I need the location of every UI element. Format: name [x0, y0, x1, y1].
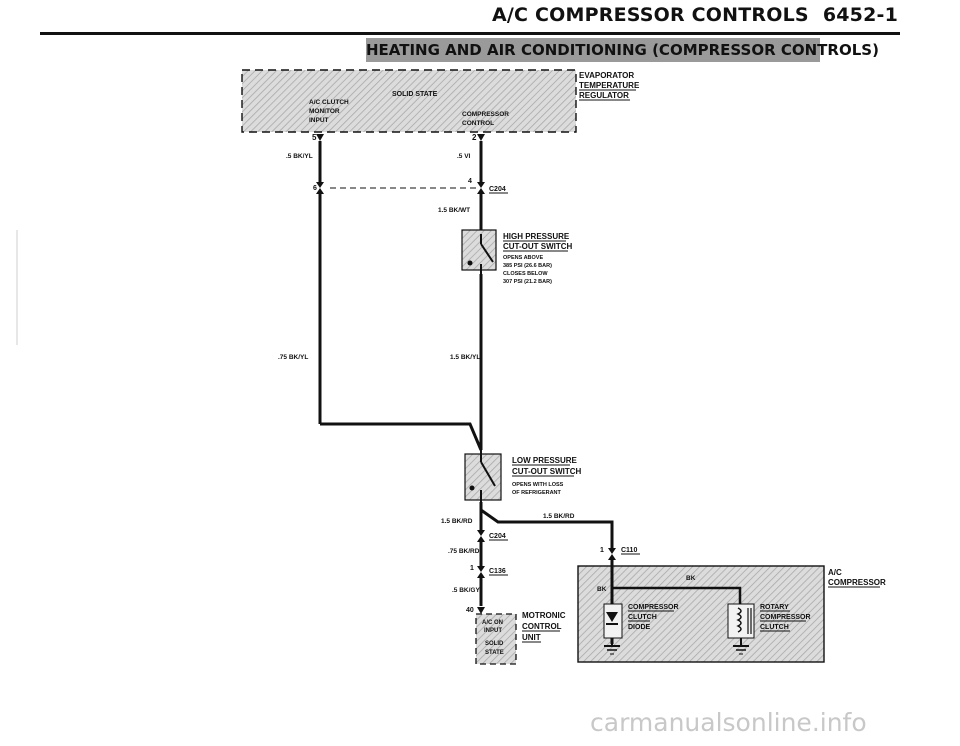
compressor-diode-line1: COMPRESSOR	[628, 604, 679, 611]
compressor-control-line2: CONTROL	[462, 120, 494, 127]
wire-label-15-bkwt: 1.5 BK/WT	[438, 207, 470, 214]
watermark: carmanualsonline.info	[590, 708, 867, 737]
pin-40: 40	[466, 607, 474, 614]
connector-c136: C136	[489, 568, 506, 575]
hp-note-4: 307 PSI (21.2 BAR)	[503, 279, 552, 285]
wire-label-15-bkrd: 1.5 BK/RD	[441, 518, 473, 525]
hp-note-1: OPENS ABOVE	[503, 255, 543, 261]
wire-label-bk-a: BK	[597, 586, 607, 593]
hp-note-2: 385 PSI (26.6 BAR)	[503, 263, 552, 269]
pin-6-terminal-bottom	[316, 188, 324, 194]
rotary-clutch-line3: CLUTCH	[760, 624, 789, 631]
header-rule	[40, 32, 900, 35]
motronic-title-1: MOTRONIC	[522, 611, 566, 620]
ac-compressor-line2: COMPRESSOR	[828, 578, 886, 587]
wire-label-5-bkgy: .5 BK/GY	[452, 587, 480, 594]
solid-state-box	[241, 69, 577, 133]
connector-c204-lower: C204	[489, 533, 506, 540]
compressor-bk-wire	[612, 586, 742, 604]
connector-c204-top: C204	[489, 186, 506, 193]
pin-5: 5	[312, 133, 317, 142]
compressor-control-line1: COMPRESSOR	[462, 111, 509, 118]
wire-label-75-bkyl: .75 BK/YL	[278, 354, 308, 361]
connector-c110: C110	[621, 547, 637, 554]
motronic-inner-4: STATE	[485, 650, 504, 656]
motronic-inner-2: INPUT	[484, 628, 502, 634]
c110-terminal-bottom	[608, 554, 616, 560]
wire-join-to-low-pressure	[320, 422, 483, 451]
ac-clutch-monitor-line2: MONITOR	[309, 108, 340, 115]
hp-switch-title-2: CUT-OUT SWITCH	[503, 242, 573, 251]
coil-icon	[736, 607, 742, 633]
hp-note-3: CLOSES BELOW	[503, 271, 548, 277]
wire-label-15-bkyl: 1.5 BK/YL	[450, 354, 480, 361]
motronic-title-3: UNIT	[522, 633, 541, 642]
wire-label-75-bkrd: .75 BK/RD	[448, 548, 480, 555]
lp-note-1: OPENS WITH LOSS	[512, 482, 564, 488]
low-pressure-switch-box	[464, 453, 502, 501]
rotary-clutch-line2: COMPRESSOR	[760, 614, 811, 621]
page-title: A/C COMPRESSOR CONTROLS	[492, 4, 809, 26]
lp-switch-pivot	[469, 485, 475, 491]
c110-terminal-top	[608, 548, 616, 554]
wire-15-bkrd-branch	[480, 508, 614, 548]
diode-icon	[606, 612, 618, 622]
evap-regulator-line2: TEMPERATURE	[579, 81, 640, 90]
pin-2: 2	[472, 133, 477, 142]
pin-2-terminal	[477, 134, 485, 141]
evap-regulator-line3: REGULATOR	[579, 91, 629, 100]
lp-note-2: OF REFRIGERANT	[512, 490, 562, 496]
compressor-diode-line2: CLUTCH	[628, 614, 657, 621]
ac-clutch-monitor-line1: A/C CLUTCH	[309, 99, 349, 106]
ac-clutch-monitor-line3: INPUT	[309, 117, 329, 124]
pin-5-terminal	[316, 134, 324, 141]
evap-regulator-line1: EVAPORATOR	[579, 71, 634, 80]
compressor-diode-line3: DIODE	[628, 624, 651, 631]
wire-label-15-bkrd-branch: 1.5 BK/RD	[543, 513, 575, 520]
motronic-title-2: CONTROL	[522, 622, 562, 631]
page-header: A/C COMPRESSOR CONTROLS 6452-1	[492, 4, 898, 26]
hp-switch-pivot	[467, 260, 473, 266]
pin-1-c110: 1	[600, 547, 604, 554]
pin-4: 4	[468, 178, 472, 185]
ac-compressor-line1: A/C	[828, 568, 842, 577]
lp-switch-title-1: LOW PRESSURE	[512, 456, 578, 465]
motronic-box	[475, 613, 517, 665]
lp-switch-title-2: CUT-OUT SWITCH	[512, 467, 582, 476]
rotary-clutch-line1: ROTARY	[760, 604, 789, 611]
hp-switch-blade	[480, 243, 494, 263]
pin-1-c136: 1	[470, 565, 474, 572]
section-banner: HEATING AND AIR CONDITIONING (COMPRESSOR…	[366, 38, 879, 62]
pin-6-terminal-top	[316, 182, 324, 188]
pin-40-terminal	[477, 607, 485, 614]
motronic-inner-1: A/C ON	[482, 620, 503, 626]
c204-lower-terminal-top	[477, 530, 485, 536]
wire-label-bk-b: BK	[686, 575, 696, 582]
c204-terminal-top	[477, 182, 485, 188]
c136-terminal-top	[477, 566, 485, 572]
c204-lower-terminal-bottom	[477, 536, 485, 542]
rotary-clutch-coil-box	[727, 603, 755, 639]
compressor-diode-box	[603, 603, 623, 639]
solid-state-label: SOLID STATE	[392, 91, 438, 98]
high-pressure-switch-box	[461, 229, 497, 271]
motronic-inner-3: SOLID	[485, 641, 504, 647]
lp-switch-blade	[480, 461, 496, 487]
page-number: 6452-1	[822, 4, 898, 26]
c136-terminal-bottom	[477, 572, 485, 578]
hp-switch-title-1: HIGH PRESSURE	[503, 232, 570, 241]
wire-label-5-vi: .5 VI	[457, 153, 471, 160]
pin-6: 6	[313, 185, 317, 192]
wire-label-5-bkyl: .5 BK/YL	[286, 153, 313, 160]
c204-terminal-bottom	[477, 188, 485, 194]
